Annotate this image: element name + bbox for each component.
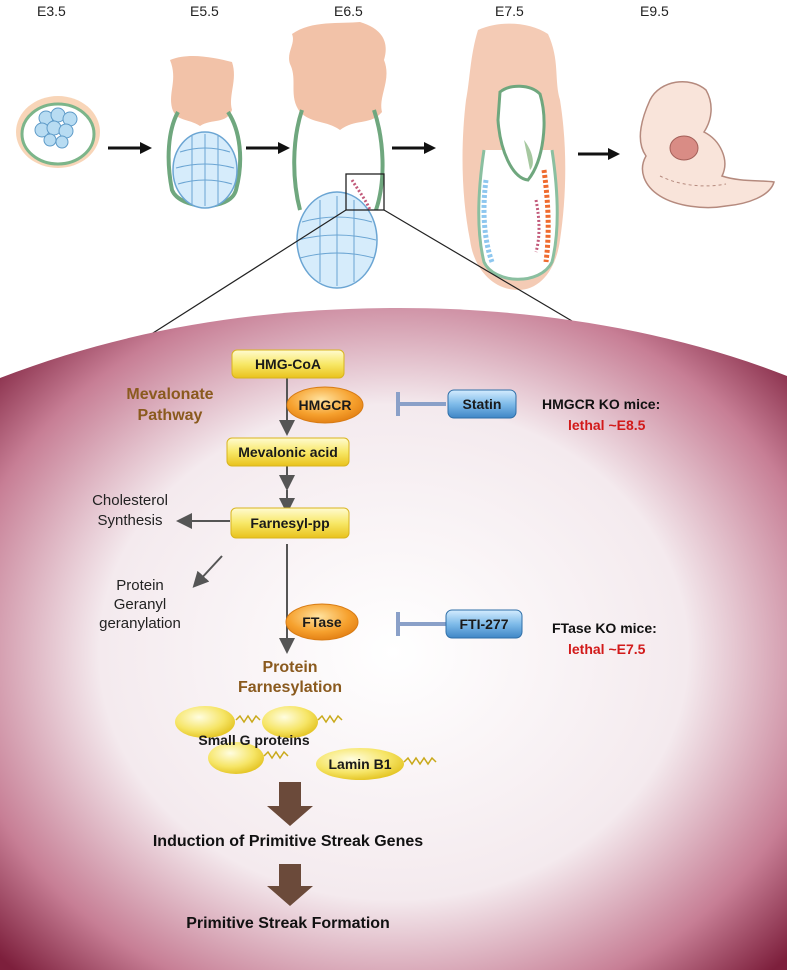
fti-277-label: FTI-277 [459, 616, 508, 632]
mevalonate-pathway-title-line1: Mevalonate [126, 386, 213, 403]
small-g-proteins-group: Small G proteins [175, 706, 343, 774]
farnesyl-pp-label: Farnesyl-pp [250, 515, 329, 531]
ftase-enzyme: FTase [285, 603, 359, 641]
zoom-line-right [383, 209, 595, 335]
hmgcr-enzyme: HMGCR [286, 386, 364, 424]
stage-label-e95: E9.5 [640, 3, 669, 19]
outcome-arrows [267, 782, 313, 906]
lamin-b1-label: Lamin B1 [328, 756, 391, 772]
hmg-coa-box: HMG-CoA [231, 349, 345, 379]
farnesyl-pp-box: Farnesyl-pp [230, 507, 350, 539]
ftase-ko-label: FTase KO mice: [552, 620, 657, 636]
mevalonic-acid-box: Mevalonic acid [226, 437, 350, 467]
protein-farnesylation-line1: Protein [262, 659, 317, 676]
ftase-label: FTase [302, 614, 342, 630]
fti-277-inhibitor: FTI-277 [445, 609, 523, 639]
hmg-coa-label: HMG-CoA [255, 356, 321, 372]
lamin-b1-group: Lamin B1 [316, 748, 437, 780]
protein-geranylgeranylation-line3: geranylation [99, 615, 181, 632]
mevalonic-acid-label: Mevalonic acid [238, 444, 338, 460]
protein-geranylgeranylation-line1: Protein [116, 577, 164, 594]
stage-arrows [108, 142, 620, 160]
hmgcr-ko-label: HMGCR KO mice: [542, 396, 660, 412]
embryo-e75-illustration [462, 23, 566, 290]
cell-dome-background [0, 308, 787, 970]
embryo-e35-illustration [16, 96, 100, 168]
statin-label: Statin [463, 396, 502, 412]
small-g-proteins-label: Small G proteins [198, 732, 309, 748]
stage-label-e75: E7.5 [495, 3, 524, 19]
hmgcr-label: HMGCR [299, 397, 352, 413]
zoom-line-left [141, 209, 347, 341]
protein-geranylgeranylation-line2: Geranyl [114, 596, 167, 613]
hmgcr-ko-lethal: lethal ~E8.5 [568, 417, 646, 433]
statin-inhibitor: Statin [447, 389, 517, 419]
primitive-streak-formation: Primitive Streak Formation [186, 915, 390, 932]
stage-label-e55: E5.5 [190, 3, 219, 19]
cholesterol-synthesis-line2: Synthesis [97, 512, 162, 529]
stage-label-e35: E3.5 [37, 3, 66, 19]
inhibition-lines [396, 392, 446, 636]
protein-farnesylation-line2: Farnesylation [238, 679, 342, 696]
embryo-e65-illustration [289, 22, 387, 289]
cholesterol-synthesis-line1: Cholesterol [92, 492, 168, 509]
embryo-e55-illustration [166, 56, 243, 209]
mevalonate-pathway-title-line2: Pathway [138, 407, 203, 424]
induction-primitive-streak-genes: Induction of Primitive Streak Genes [153, 833, 423, 850]
embryo-e95-illustration [639, 81, 775, 209]
stage-label-e65: E6.5 [334, 3, 363, 19]
ftase-ko-lethal: lethal ~E7.5 [568, 641, 646, 657]
pathway-main-arrows [176, 376, 295, 654]
